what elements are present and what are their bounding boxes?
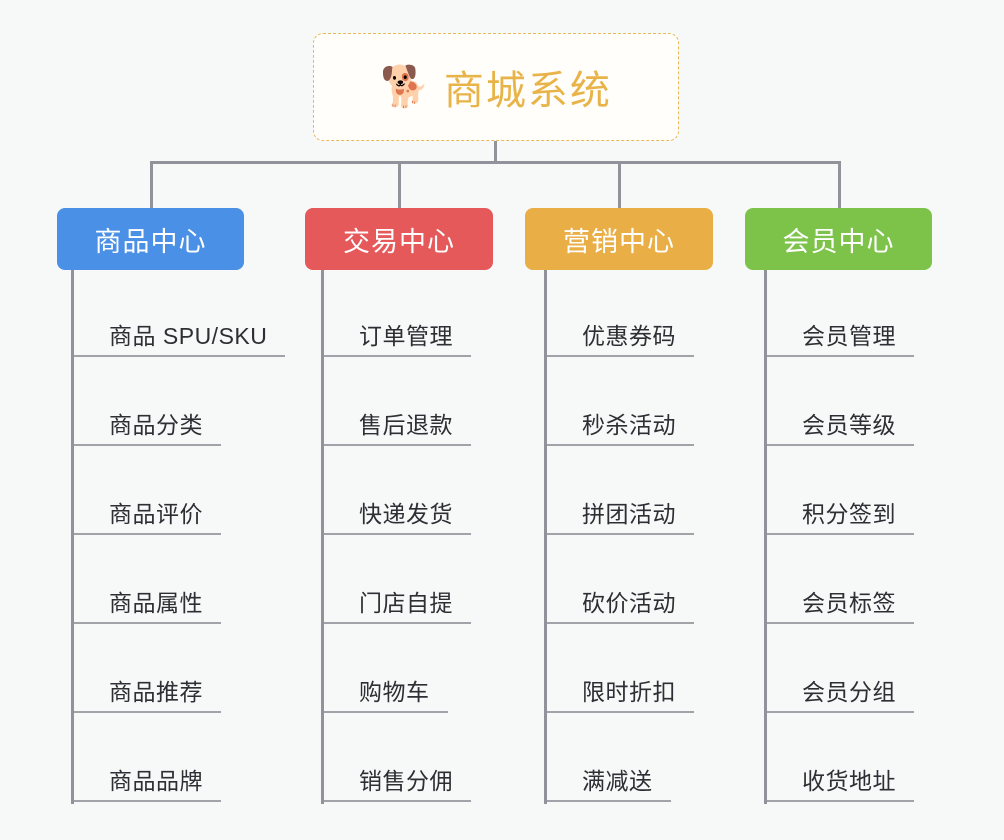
leaf-label: 砍价活动: [582, 590, 676, 616]
leaf-label: 满减送: [582, 768, 653, 794]
leaf-underline: 门店自提: [324, 584, 471, 624]
root-node-title: 商城系统: [443, 69, 612, 113]
leaf-label: 会员等级: [802, 412, 896, 438]
leaf-label: 会员标签: [802, 590, 896, 616]
leaf-column-member-center: 会员管理 会员等级 积分签到 会员标签 会员分组 收货地址: [764, 270, 914, 804]
leaf-underline: 会员等级: [767, 406, 914, 446]
root-node[interactable]: 🐕 商城系统: [313, 33, 679, 141]
category-label: 会员中心: [782, 226, 895, 257]
leaf-item[interactable]: 商品 SPU/SKU: [74, 270, 286, 359]
leaf-column-marketing-center: 优惠券码 秒杀活动 拼团活动 砍价活动 限时折扣 满减送: [544, 270, 694, 804]
category-label: 商品中心: [94, 226, 207, 257]
leaf-item[interactable]: 购物车: [324, 626, 471, 715]
leaf-item[interactable]: 快递发货: [324, 448, 471, 537]
leaf-item[interactable]: 会员标签: [767, 537, 914, 626]
leaf-underline: 商品品牌: [74, 762, 221, 802]
leaf-label: 会员管理: [802, 323, 896, 349]
leaf-label: 快递发货: [359, 501, 453, 527]
leaf-column-trade-center: 订单管理 售后退款 快递发货 门店自提 购物车 销售分佣: [321, 270, 471, 804]
leaf-label: 购物车: [359, 679, 430, 705]
leaf-label: 商品品牌: [109, 768, 203, 794]
leaf-underline: 积分签到: [767, 495, 914, 535]
leaf-item[interactable]: 商品评价: [74, 448, 285, 537]
leaf-label: 秒杀活动: [582, 412, 676, 438]
category-label: 营销中心: [563, 226, 675, 257]
leaf-item[interactable]: 会员管理: [767, 270, 914, 359]
leaf-label: 商品分类: [109, 412, 203, 438]
leaf-underline: 售后退款: [324, 406, 471, 446]
leaf-label: 收货地址: [802, 768, 896, 794]
leaf-underline: 拼团活动: [547, 495, 694, 535]
leaf-item[interactable]: 商品品牌: [74, 715, 285, 804]
leaf-underline: 商品属性: [74, 584, 221, 624]
leaf-item[interactable]: 会员分组: [767, 626, 914, 715]
leaf-item[interactable]: 商品推荐: [74, 626, 285, 715]
leaf-underline: 秒杀活动: [547, 406, 694, 446]
leaf-item[interactable]: 售后退款: [324, 359, 471, 448]
connector-drop-1: [150, 161, 153, 208]
category-box-product-center[interactable]: 商品中心: [57, 208, 244, 270]
connector-root-stem: [494, 141, 497, 164]
category-label: 交易中心: [343, 226, 455, 257]
leaf-underline: 砍价活动: [547, 584, 694, 624]
leaf-underline: 商品推荐: [74, 673, 221, 713]
leaf-label: 积分签到: [802, 501, 896, 527]
leaf-underline: 优惠券码: [547, 317, 694, 357]
leaf-label: 销售分佣: [359, 768, 453, 794]
leaf-item[interactable]: 订单管理: [324, 270, 471, 359]
leaf-item[interactable]: 商品属性: [74, 537, 285, 626]
leaf-item[interactable]: 商品分类: [74, 359, 285, 448]
leaf-label: 商品属性: [109, 590, 203, 616]
leaf-underline: 商品分类: [74, 406, 221, 446]
shiba-dog-emoji-icon: 🐕: [380, 65, 430, 109]
leaf-underline: 会员分组: [767, 673, 914, 713]
leaf-underline: 限时折扣: [547, 673, 694, 713]
category-box-trade-center[interactable]: 交易中心: [305, 208, 493, 270]
leaf-label: 拼团活动: [582, 501, 676, 527]
leaf-item[interactable]: 秒杀活动: [547, 359, 694, 448]
connector-drop-4: [838, 161, 841, 208]
leaf-item[interactable]: 收货地址: [767, 715, 914, 804]
leaf-underline: 商品评价: [74, 495, 221, 535]
leaf-item[interactable]: 拼团活动: [547, 448, 694, 537]
leaf-label: 售后退款: [359, 412, 453, 438]
leaf-label: 商品评价: [109, 501, 203, 527]
leaf-label: 门店自提: [359, 590, 453, 616]
leaf-item[interactable]: 限时折扣: [547, 626, 694, 715]
category-box-marketing-center[interactable]: 营销中心: [525, 208, 713, 270]
leaf-item[interactable]: 会员等级: [767, 359, 914, 448]
leaf-label: 限时折扣: [582, 679, 676, 705]
leaf-label: 商品推荐: [109, 679, 203, 705]
category-box-member-center[interactable]: 会员中心: [745, 208, 932, 270]
leaf-label: 商品 SPU/SKU: [109, 323, 268, 349]
leaf-underline: 收货地址: [767, 762, 914, 802]
leaf-underline: 订单管理: [324, 317, 471, 357]
leaf-underline: 商品 SPU/SKU: [74, 317, 286, 357]
leaf-underline: 销售分佣: [324, 762, 471, 802]
connector-drop-2: [398, 161, 401, 208]
connector-horizontal-bar: [150, 161, 841, 164]
leaf-item[interactable]: 满减送: [547, 715, 694, 804]
leaf-underline: 满减送: [547, 762, 671, 802]
leaf-underline: 会员管理: [767, 317, 914, 357]
leaf-underline: 会员标签: [767, 584, 914, 624]
leaf-item[interactable]: 门店自提: [324, 537, 471, 626]
leaf-item[interactable]: 优惠券码: [547, 270, 694, 359]
connector-drop-3: [618, 161, 621, 208]
leaf-underline: 快递发货: [324, 495, 471, 535]
leaf-label: 优惠券码: [582, 323, 676, 349]
leaf-label: 订单管理: [359, 323, 453, 349]
leaf-column-product-center: 商品 SPU/SKU 商品分类 商品评价 商品属性 商品推荐 商品品牌: [71, 270, 286, 804]
leaf-item[interactable]: 销售分佣: [324, 715, 471, 804]
leaf-underline: 购物车: [324, 673, 448, 713]
leaf-item[interactable]: 积分签到: [767, 448, 914, 537]
leaf-label: 会员分组: [802, 679, 896, 705]
leaf-item[interactable]: 砍价活动: [547, 537, 694, 626]
